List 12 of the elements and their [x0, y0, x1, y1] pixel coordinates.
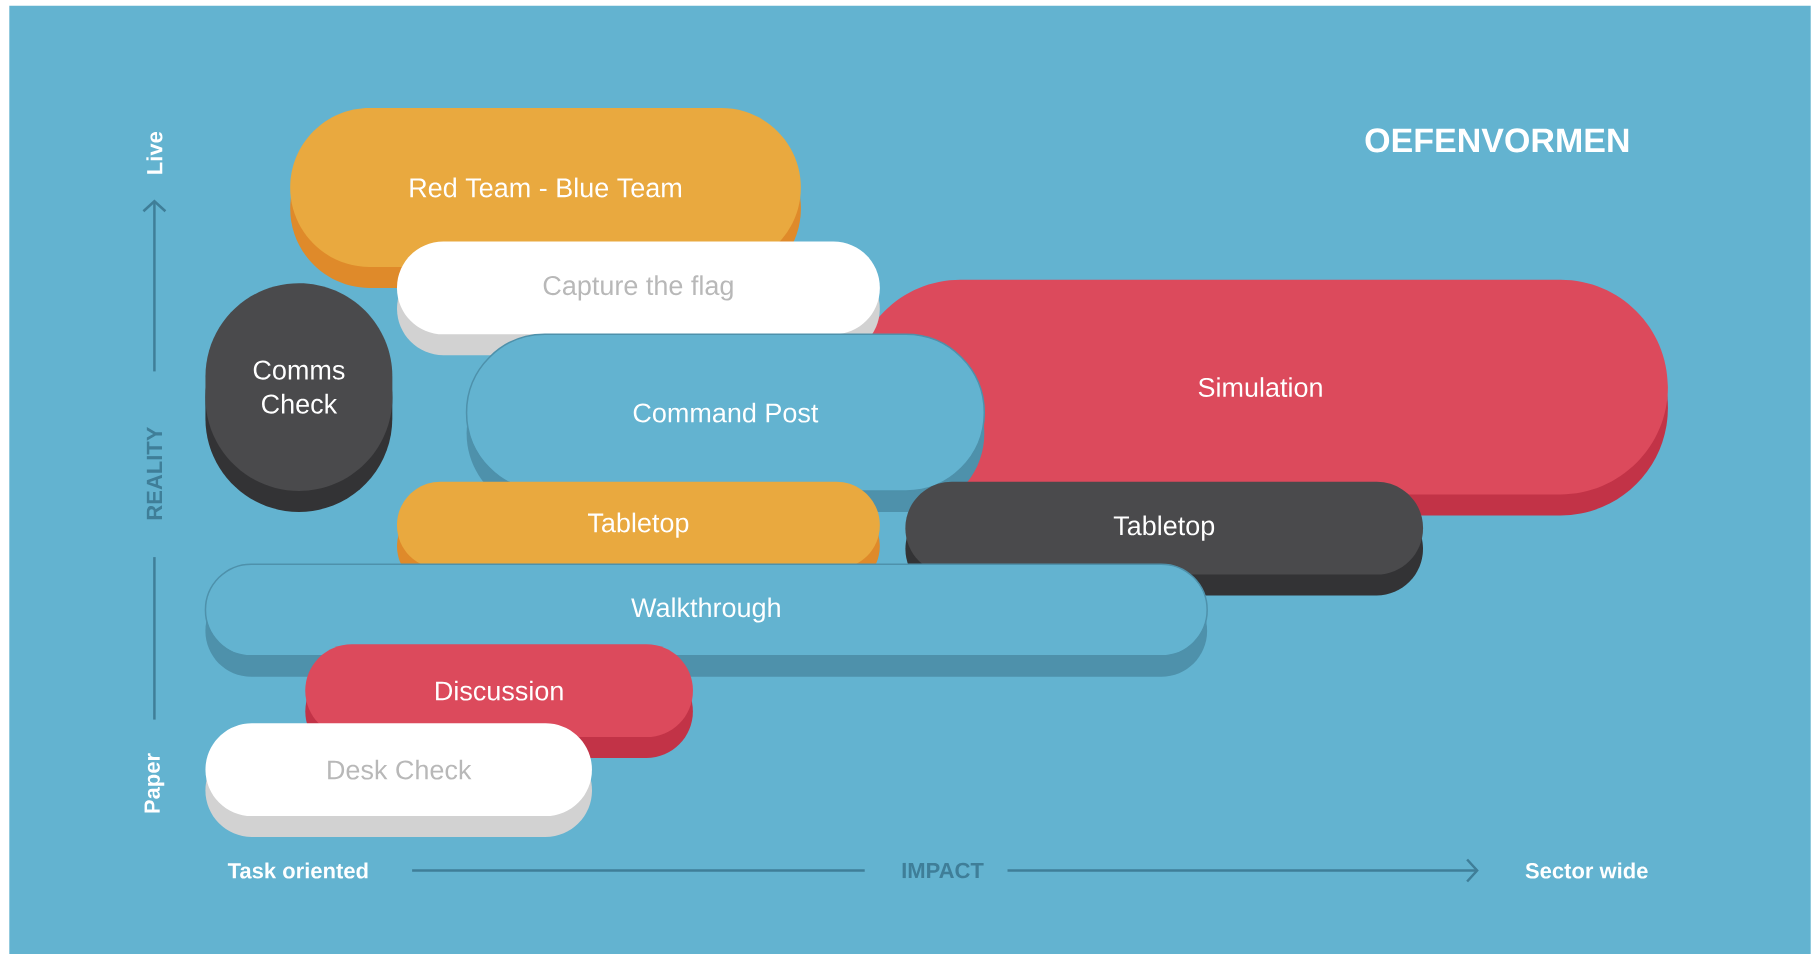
- title: OEFENVORMEN: [1365, 128, 1629, 153]
- axis-label: IMPACT: [902, 862, 984, 879]
- pill: Command Post: [465, 333, 985, 512]
- pill: Capture the flag: [396, 241, 880, 356]
- axis-label: Live: [146, 131, 163, 174]
- axis-label: Paper: [144, 753, 165, 813]
- pill: Walkthrough: [204, 563, 1208, 677]
- axis-label: Task oriented: [227, 862, 368, 879]
- axis-label: Sector wide: [1525, 862, 1648, 879]
- axis-label: REALITY: [146, 426, 162, 520]
- pill: Desk Check: [205, 723, 592, 837]
- pill: Comms Check: [205, 283, 393, 512]
